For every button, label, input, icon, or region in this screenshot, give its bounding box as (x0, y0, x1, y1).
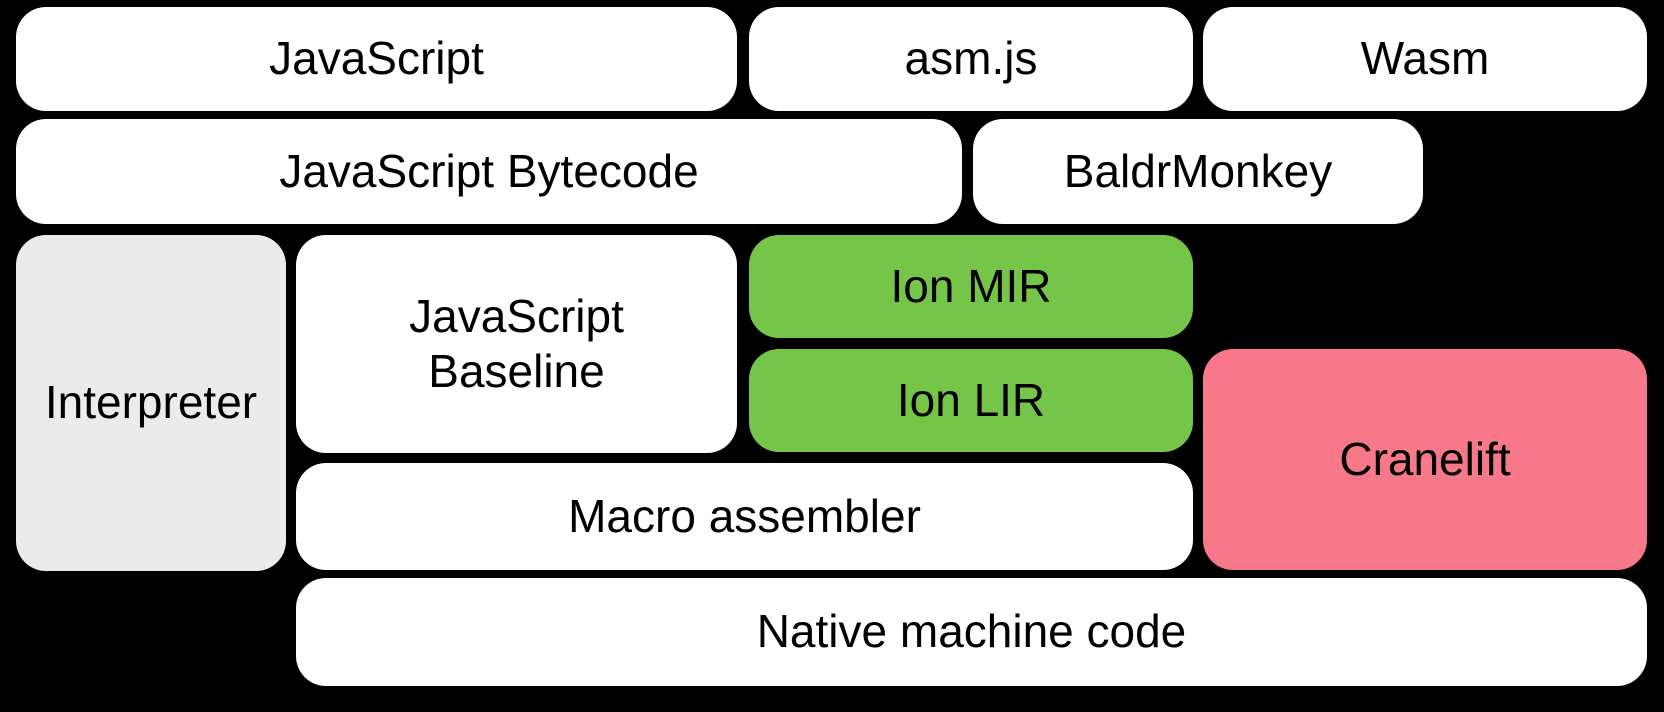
diagram-node-javascript-baseline: JavaScript Baseline (296, 235, 737, 453)
diagram-node-label: Interpreter (44, 376, 258, 429)
diagram-node-native-machine-code: Native machine code (296, 578, 1647, 686)
diagram-node-label: JavaScript Baseline (409, 289, 624, 397)
diagram-node-ion-lir: Ion LIR (749, 349, 1193, 452)
diagram-node-macro-assembler: Macro assembler (296, 463, 1193, 570)
diagram-node-asm-js: asm.js (749, 7, 1193, 111)
diagram-node-cranelift: Cranelift (1203, 349, 1647, 570)
diagram-node-label: BaldrMonkey (1063, 144, 1333, 197)
diagram-node-label: Wasm (1360, 32, 1490, 85)
diagram-node-label: Native machine code (756, 605, 1187, 658)
diagram-node-label: JavaScript Bytecode (279, 144, 699, 197)
diagram-node-ion-mir: Ion MIR (749, 235, 1193, 338)
diagram-node-label: asm.js (904, 32, 1038, 85)
diagram-node-javascript-bytecode: JavaScript Bytecode (16, 119, 962, 224)
diagram-node-wasm: Wasm (1203, 7, 1647, 111)
diagram-node-label: Macro assembler (568, 489, 921, 542)
diagram-node-interpreter: Interpreter (16, 235, 286, 571)
diagram-node-baldrmonkey: BaldrMonkey (973, 119, 1423, 224)
diagram-node-label: JavaScript (269, 32, 484, 85)
diagram-node-label: Cranelift (1339, 432, 1511, 485)
diagram-node-label: Ion LIR (896, 373, 1046, 426)
diagram-node-javascript: JavaScript (16, 7, 737, 111)
diagram-node-label: Ion MIR (890, 259, 1052, 312)
